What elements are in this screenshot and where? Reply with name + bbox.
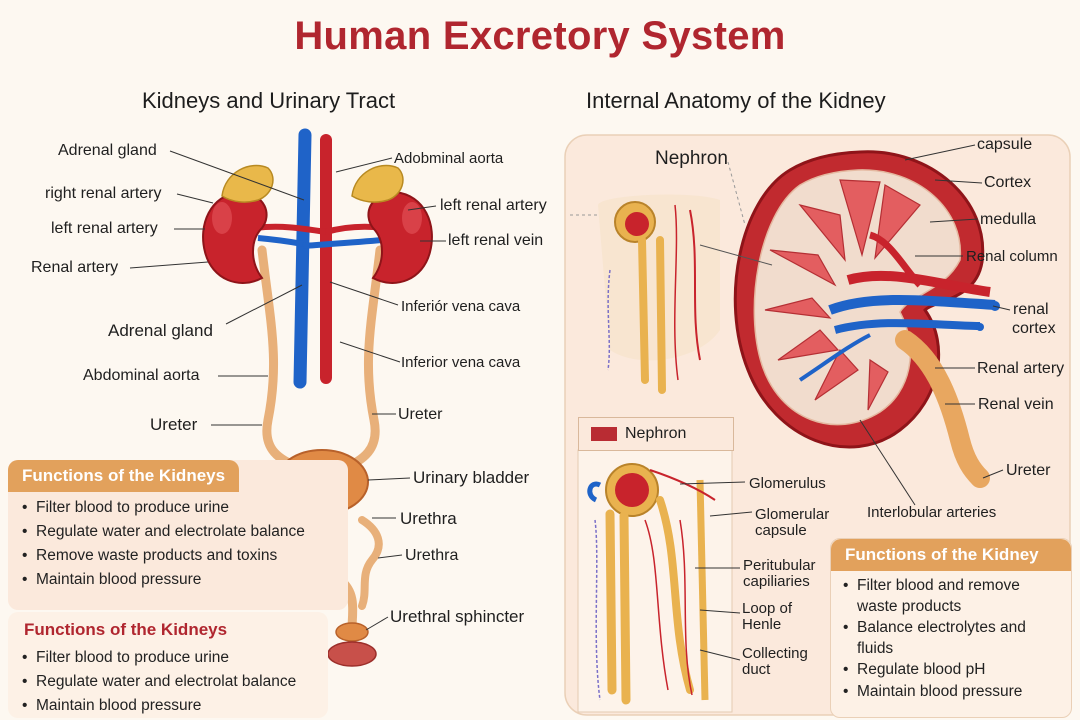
nephron-detail [587,463,716,705]
list-item: Regulate blood pH [843,659,1071,681]
list-item-continued: fluids [857,640,894,657]
label-medulla: medulla [980,211,1037,228]
label-renal-cortex-1: renal [1013,301,1049,318]
page-title: Human Excretory System [294,14,786,58]
label-loop-2: Henle [742,616,782,633]
right-ureter [340,245,385,473]
label-urethral-sphincter: Urethral sphincter [390,607,525,626]
list-item: Regulate water and electrolate balance [22,520,348,544]
left-subtitle: Kidneys and Urinary Tract [142,88,396,113]
label-renal-vein: Renal vein [978,396,1054,413]
list-item: Filter blood and remove [843,575,1071,596]
nephron-legend-swatch [591,427,617,441]
functions-panel-2-list: Filter blood to produce urine Regulate w… [8,642,328,718]
label-peritubular-1: Peritubular [743,557,816,574]
label-urinary-bladder: Urinary bladder [413,468,530,487]
label-left-renal-artery-l: left renal artery [51,220,158,237]
list-item: Regulate water and electrolat balance [22,670,328,694]
functions-panel-kidney-list: Filter blood and remove waste products B… [831,571,1071,703]
label-ureter-l: Ureter [150,415,198,434]
renal-vein-vessel [828,295,996,315]
right-subtitle: Internal Anatomy of the Kidney [586,88,886,113]
label-right-renal-artery: right renal artery [45,185,162,202]
label-adobminal-aorta: Adobminal aorta [394,150,504,167]
label-glomerulus: Glomerulus [749,475,826,492]
label-glomerular-capsule-1: Glomerular [755,506,830,523]
nephron-sketch-top [570,161,746,394]
functions-panel-1-list: Filter blood to produce urine Regulate w… [8,492,348,592]
label-renal-artery-r: Renal artery [977,360,1065,377]
label-interlobular-arteries: Interlobular arteries [867,504,997,521]
functions-panel-2-heading: Functions of the Kidneys [24,620,228,639]
label-renal-cortex-2: cortex [1012,320,1056,337]
functions-panel-2: Functions of the Kidneys Filter blood to… [8,612,328,718]
list-item: Remove waste products and toxins [22,544,348,568]
label-ureter-r: Ureter [398,406,443,423]
label-loop-1: Loop of [742,600,793,617]
functions-panel-kidney: Functions of the Kidney Filter blood and… [830,538,1072,718]
label-abdominal-aorta-l: Abdominal aorta [83,367,200,384]
urethral-sphincter [335,622,369,642]
list-item: Filter blood to produce urine [22,646,328,670]
list-item: Balance electrolytes and [843,617,1071,638]
label-collecting-2: duct [742,661,771,678]
right-kidney [202,190,268,284]
inferior-vena-cava [293,128,312,389]
label-peritubular-2: capiliaries [743,573,810,590]
list-item: Maintain blood pressure [22,694,328,718]
label-adrenal-gland-mid: Adrenal gland [108,321,213,340]
renal-pyramids [764,179,921,411]
label-urethra-2: Urethra [405,547,459,564]
label-inferior-vena-cava-2: Inferior vena cava [401,354,521,371]
functions-panel-1-heading: Functions of the Kidneys [8,460,240,492]
label-adrenal-gland-top: Adrenal gland [58,142,157,159]
label-urethra-1: Urethra [400,509,457,528]
functions-panel-1: Functions of the Kidneys Filter blood to… [8,460,348,610]
label-nephron-title: Nephron [655,148,728,169]
list-item: Maintain blood pressure [843,681,1071,703]
kidney-ureter [895,330,990,488]
label-capsule: capsule [977,136,1033,153]
label-cortex: Cortex [984,174,1032,191]
label-left-renal-artery-r: left renal artery [440,197,547,214]
label-ureter-kidney: Ureter [1006,462,1051,479]
label-renal-artery: Renal artery [31,259,119,276]
label-left-renal-vein: left renal vein [448,232,544,249]
left-adrenal-gland [351,164,404,203]
nephron-legend-tag: Nephron [578,417,734,451]
label-inferior-vena-cava-1: Inferiór vena cava [401,298,521,315]
label-glomerular-capsule-2: capsule [755,522,807,539]
label-collecting-1: Collecting [742,645,808,662]
list-item: Maintain blood pressure [22,568,348,592]
functions-panel-kidney-heading: Functions of the Kidney [831,539,1071,571]
list-item-continued: waste products [857,598,962,615]
right-adrenal-gland [221,164,274,203]
list-item: Filter blood to produce urine [22,496,348,520]
left-ureter [257,245,305,473]
label-renal-column: Renal column [966,248,1058,265]
nephron-legend-label: Nephron [625,425,687,442]
